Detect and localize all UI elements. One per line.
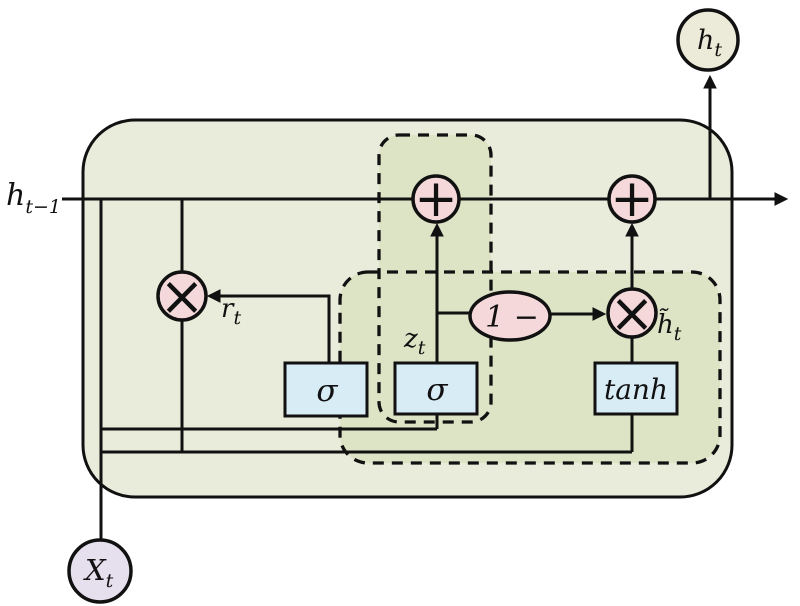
add-op-icon: + (414, 169, 458, 229)
r-gate-label: rt (221, 294, 241, 329)
input-node (67, 538, 133, 604)
reset-gate-arrow-line (206, 289, 331, 364)
io-nodes: ht Xt (67, 8, 740, 604)
add-node-1 (411, 174, 461, 224)
z-gate-label: zt (403, 324, 426, 359)
reset-gate-box (283, 361, 369, 418)
output-node (676, 8, 740, 72)
one-minus-label: 1 − (485, 300, 539, 335)
add-node-2 (607, 174, 657, 224)
output-node-label: ht (697, 25, 722, 61)
connection-lines (62, 74, 789, 541)
signal-labels: ht−1 rt zt h̃t (6, 178, 682, 359)
operator-nodes: × + + × 1 − (156, 169, 658, 345)
reset-gate-sigma-label: σ (316, 373, 338, 409)
h-prev-label: ht−1 (6, 178, 61, 218)
input-node-label: Xt (83, 553, 114, 592)
candidate-region-border (338, 270, 722, 465)
h-candidate-label: h̃t (657, 308, 682, 345)
update-gate-box (393, 361, 479, 416)
reset-multiply-node (156, 270, 208, 322)
multiply-op-icon: × (609, 282, 654, 345)
candidate-multiply-node (606, 287, 658, 339)
update-gate-sigma-label: σ (426, 372, 448, 408)
gate-boxes: σ σ tanh (283, 361, 679, 418)
multiply-op-icon: × (159, 265, 204, 328)
one-minus-node (468, 290, 552, 342)
update-gate-region-border (377, 133, 493, 424)
add-op-icon: + (610, 169, 654, 229)
tanh-label: tanh (604, 373, 668, 406)
tanh-box (593, 361, 679, 416)
